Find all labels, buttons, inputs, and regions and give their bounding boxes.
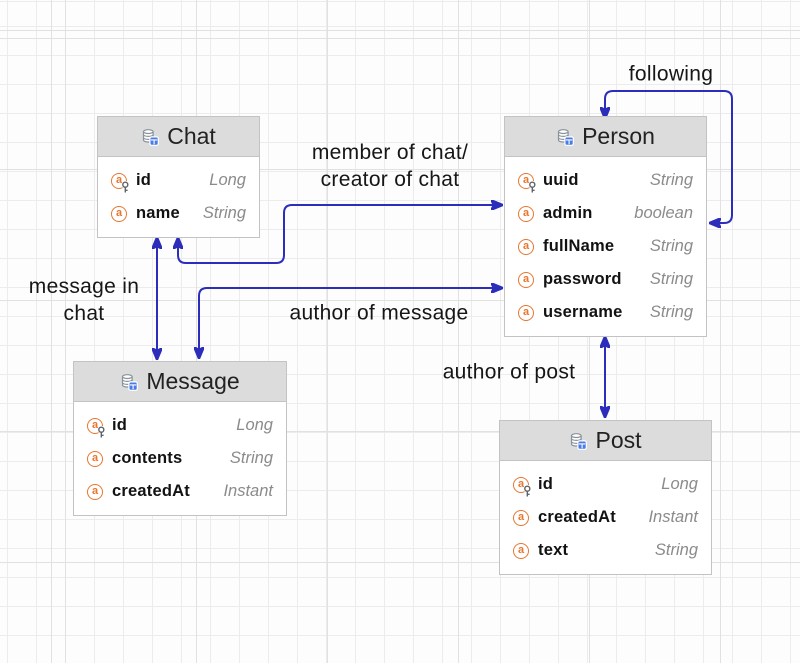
field-name: id <box>112 416 128 434</box>
database-table-icon <box>569 432 588 450</box>
attribute-key-icon: a <box>87 417 106 438</box>
field-row-person-fullname[interactable]: a fullName String <box>505 230 706 263</box>
field-type: String <box>202 204 246 222</box>
attribute-icon: a <box>518 304 534 321</box>
field-name: fullName <box>543 237 615 255</box>
field-row-chat-name[interactable]: a name String <box>98 197 259 230</box>
attribute-icon: a <box>87 450 103 467</box>
field-type: String <box>649 270 693 288</box>
field-row-post-text[interactable]: a text String <box>500 534 711 567</box>
field-type: Long <box>661 475 698 493</box>
attribute-key-icon: a <box>513 476 532 497</box>
entity-title: Post <box>595 427 642 453</box>
attribute-icon: a <box>513 509 529 526</box>
field-row-person-uuid[interactable]: a uuid String <box>505 164 706 197</box>
database-table-icon <box>556 128 574 146</box>
attribute-key-icon: a <box>111 172 130 193</box>
edge-label-member-of-chat[interactable]: member of chat/ creator of chat <box>311 141 469 191</box>
entity-person-header[interactable]: Person <box>505 117 706 157</box>
edge-label-author-of-post[interactable]: author of post <box>442 360 576 384</box>
attribute-icon: a <box>513 542 529 559</box>
edge-label-following[interactable]: following <box>628 62 714 86</box>
field-type: Long <box>236 416 273 434</box>
field-row-message-id[interactable]: a id Long <box>74 409 286 442</box>
field-row-message-createdat[interactable]: a createdAt Instant <box>74 475 286 508</box>
edge-following[interactable] <box>605 90 733 223</box>
field-type: String <box>649 237 693 255</box>
edge-member-of-chat[interactable] <box>178 205 502 264</box>
edge-label-author-of-message[interactable]: author of message <box>289 301 469 325</box>
field-type: Instant <box>223 482 273 500</box>
field-name: createdAt <box>112 482 190 500</box>
field-name: text <box>538 541 569 559</box>
field-row-person-username[interactable]: a username String <box>505 296 706 329</box>
entity-title: Person <box>582 123 655 149</box>
entity-message-header[interactable]: Message <box>74 362 286 402</box>
attribute-key-icon: a <box>518 172 537 193</box>
field-name: contents <box>112 449 183 467</box>
field-row-post-createdat[interactable]: a createdAt Instant <box>500 501 711 534</box>
field-name: username <box>543 303 623 321</box>
attribute-icon: a <box>518 271 534 288</box>
field-type: Instant <box>648 508 698 526</box>
entity-person[interactable]: Person a uuid String a <box>504 116 707 337</box>
field-row-person-password[interactable]: a password String <box>505 263 706 296</box>
field-type: String <box>649 303 693 321</box>
entity-post-header[interactable]: Post <box>500 421 711 461</box>
field-row-person-admin[interactable]: a admin boolean <box>505 197 706 230</box>
field-row-post-id[interactable]: a id Long <box>500 468 711 501</box>
edge-author-of-message[interactable] <box>199 288 502 358</box>
field-type: Long <box>209 171 246 189</box>
field-type: String <box>654 541 698 559</box>
field-name: admin <box>543 204 593 222</box>
field-type: boolean <box>634 204 693 222</box>
edge-label-message-in-chat[interactable]: message in chat <box>28 275 140 325</box>
field-name: id <box>538 475 554 493</box>
field-name: password <box>543 270 622 288</box>
field-type: String <box>649 171 693 189</box>
entity-title: Chat <box>167 123 216 149</box>
field-row-message-contents[interactable]: a contents String <box>74 442 286 475</box>
field-name: createdAt <box>538 508 616 526</box>
field-name: uuid <box>543 171 579 189</box>
entity-chat[interactable]: Chat a id Long a <box>97 116 260 238</box>
entity-message[interactable]: Message a id Long a <box>73 361 287 516</box>
database-table-icon <box>120 373 139 391</box>
attribute-icon: a <box>518 238 534 255</box>
field-name: name <box>136 204 180 222</box>
entity-title: Message <box>146 368 240 394</box>
field-row-chat-id[interactable]: a id Long <box>98 164 259 197</box>
field-type: String <box>229 449 273 467</box>
attribute-icon: a <box>87 483 103 500</box>
field-name: id <box>136 171 152 189</box>
entity-post[interactable]: Post a id Long a <box>499 420 712 575</box>
database-table-icon <box>141 128 160 146</box>
attribute-icon: a <box>111 205 127 222</box>
attribute-icon: a <box>518 205 534 222</box>
entity-chat-header[interactable]: Chat <box>98 117 259 157</box>
